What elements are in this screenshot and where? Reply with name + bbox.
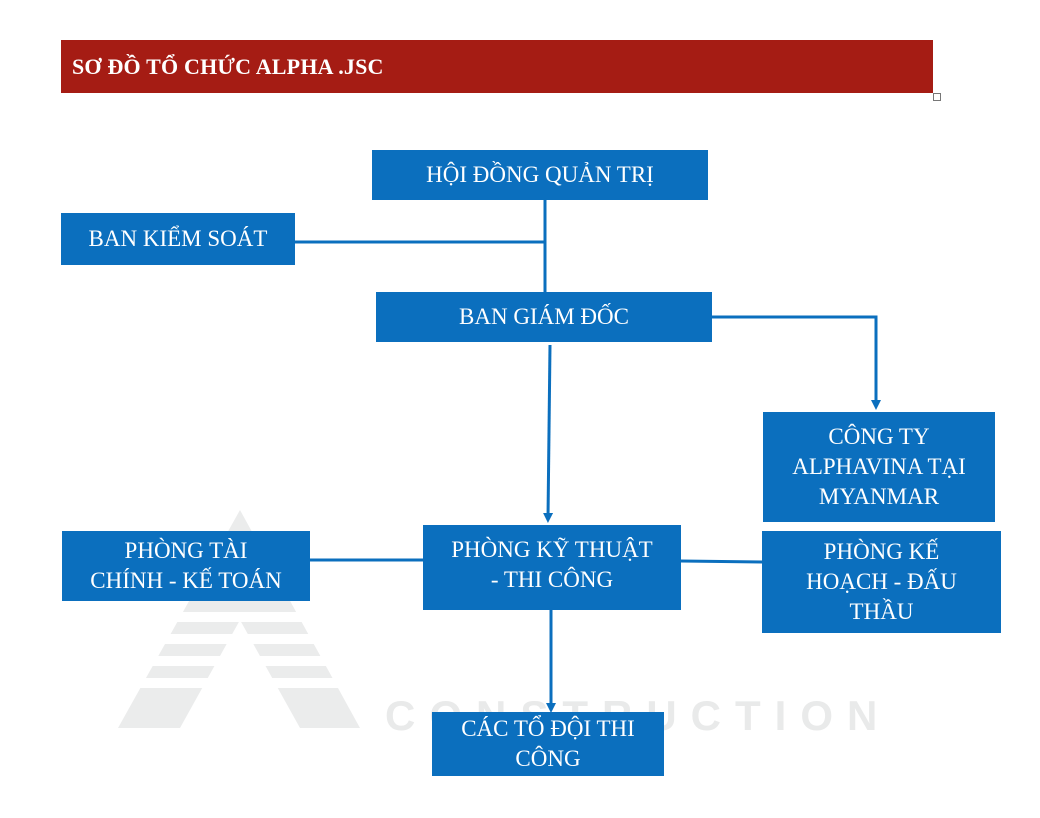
- page-title: SƠ ĐỒ TỔ CHỨC ALPHA .JSC: [61, 40, 933, 93]
- node-ban-giam-doc: BAN GIÁM ĐỐC: [376, 292, 712, 342]
- node-phong-ky-thuat: PHÒNG KỸ THUẬT - THI CÔNG: [423, 525, 681, 610]
- node-label: BAN KIỂM SOÁT: [88, 226, 268, 251]
- arrow-bgd-pktct: [543, 344, 554, 523]
- node-cac-to-doi: CÁC TỔ ĐỘI THI CÔNG: [432, 712, 664, 776]
- node-label: PHÒNG KỸ THUẬT - THI CÔNG: [451, 537, 653, 592]
- node-label: BAN GIÁM ĐỐC: [459, 304, 629, 329]
- node-label: CÔNG TY ALPHAVINA TẠI MYANMAR: [792, 424, 966, 509]
- node-phong-ke-hoach: PHÒNG KẾ HOẠCH - ĐẤU THẦU: [762, 531, 1001, 633]
- node-label: PHÒNG KẾ HOẠCH - ĐẤU THẦU: [806, 539, 957, 624]
- resize-handle[interactable]: [933, 93, 941, 101]
- node-phong-tai-chinh: PHÒNG TÀI CHÍNH - KẾ TOÁN: [62, 531, 310, 601]
- node-alphavina: CÔNG TY ALPHAVINA TẠI MYANMAR: [763, 412, 995, 522]
- node-label: CÁC TỔ ĐỘI THI CÔNG: [461, 716, 635, 771]
- node-hoi-dong-quan-tri: HỘI ĐỒNG QUẢN TRỊ: [372, 150, 708, 200]
- node-ban-kiem-soat: BAN KIỂM SOÁT: [61, 213, 295, 265]
- node-label: HỘI ĐỒNG QUẢN TRỊ: [426, 162, 654, 187]
- arrow-bgd-alphavina: [712, 315, 881, 410]
- node-label: PHÒNG TÀI CHÍNH - KẾ TOÁN: [90, 538, 282, 593]
- line-pkhdt: [680, 559, 763, 564]
